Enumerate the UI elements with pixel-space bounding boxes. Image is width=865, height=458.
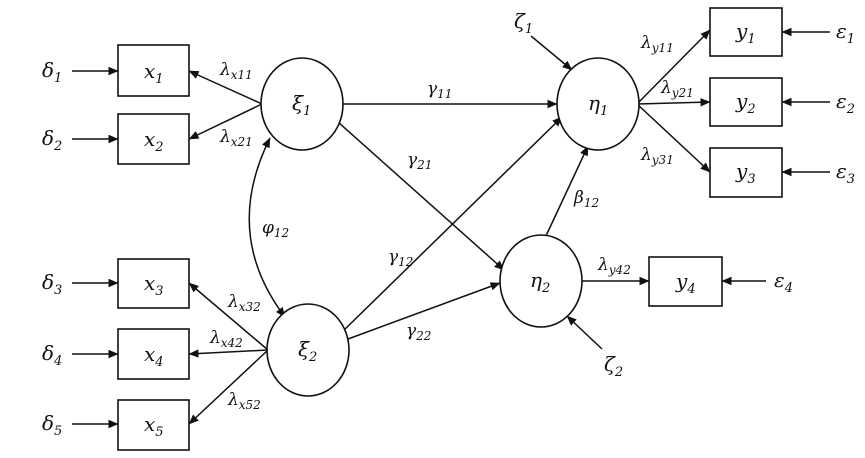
labels: x1 x2 x3 x4 x5 y1 y2 y3 y4 ξ1 ξ2 η1 η2 δ… bbox=[42, 9, 855, 440]
box-y2 bbox=[709, 77, 783, 127]
box-y1 bbox=[709, 7, 783, 57]
label-epsilon2: ε2 bbox=[836, 89, 855, 117]
arrow-xi1-x1 bbox=[188, 70, 263, 105]
label-eta1: η1 bbox=[588, 91, 608, 119]
label-lambda-y31: λy31 bbox=[640, 145, 674, 167]
label-eta2: η2 bbox=[530, 268, 550, 296]
arrow-phi12-covariance bbox=[248, 137, 286, 318]
ellipse-eta2 bbox=[499, 234, 583, 328]
label-xi2: ξ2 bbox=[298, 337, 317, 365]
arrow-xi2-eta1 bbox=[340, 116, 563, 334]
arrow-zeta1-eta1 bbox=[530, 35, 573, 71]
label-delta3: δ3 bbox=[42, 270, 62, 298]
label-gamma11: γ11 bbox=[427, 79, 452, 101]
arrow-xi2-x3 bbox=[188, 282, 269, 351]
label-lambda-x21: λx21 bbox=[219, 127, 253, 149]
label-x1: x1 bbox=[144, 59, 164, 87]
label-y1: y1 bbox=[735, 19, 756, 47]
label-beta12: β12 bbox=[573, 188, 599, 210]
arrow-xi2-x4 bbox=[188, 349, 269, 358]
arrow-eta2-eta1 bbox=[544, 145, 589, 239]
arrow-eta1-y3 bbox=[636, 103, 711, 173]
arrow-xi2-eta2 bbox=[347, 282, 501, 340]
label-lambda-x42: λx42 bbox=[209, 328, 243, 350]
label-delta1: δ1 bbox=[42, 58, 62, 86]
label-x3: x3 bbox=[144, 271, 164, 299]
arrow-xi2-x5 bbox=[188, 349, 269, 425]
label-lambda-x11: λx11 bbox=[219, 60, 253, 82]
label-zeta1: ζ1 bbox=[514, 9, 533, 37]
label-epsilon1: ε1 bbox=[836, 19, 855, 47]
edges bbox=[72, 27, 830, 429]
arrow-eta1-y1 bbox=[636, 29, 711, 105]
label-delta4: δ4 bbox=[42, 341, 62, 369]
box-x1 bbox=[117, 44, 190, 97]
label-delta2: δ2 bbox=[42, 126, 62, 154]
label-gamma12: γ12 bbox=[388, 247, 413, 269]
label-epsilon3: ε3 bbox=[836, 159, 855, 187]
box-y4 bbox=[648, 256, 723, 307]
label-y4: y4 bbox=[675, 269, 696, 297]
label-zeta2: ζ2 bbox=[604, 352, 623, 380]
observed-x-nodes bbox=[117, 44, 190, 451]
label-x4: x4 bbox=[144, 342, 164, 370]
label-gamma22: γ22 bbox=[406, 321, 431, 343]
arrow-xi1-x2 bbox=[188, 103, 263, 140]
label-lambda-x52: λx52 bbox=[227, 390, 261, 412]
box-x5 bbox=[117, 399, 190, 451]
observed-y-nodes bbox=[648, 7, 783, 307]
label-y2: y2 bbox=[735, 89, 756, 117]
label-epsilon4: ε4 bbox=[774, 268, 793, 296]
label-x5: x5 bbox=[144, 412, 164, 440]
label-phi12: φ12 bbox=[262, 218, 289, 240]
label-xi1: ξ1 bbox=[292, 91, 311, 119]
label-y3: y3 bbox=[735, 159, 756, 187]
box-x2 bbox=[117, 113, 190, 165]
arrow-xi1-eta2 bbox=[337, 121, 505, 271]
arrow-eta1-y2 bbox=[636, 98, 711, 107]
ellipse-xi1 bbox=[260, 57, 344, 151]
latent-nodes bbox=[260, 57, 640, 397]
box-x4 bbox=[117, 328, 190, 380]
label-delta5: δ5 bbox=[42, 411, 62, 439]
label-gamma21: γ21 bbox=[407, 150, 432, 172]
box-x3 bbox=[117, 258, 190, 309]
label-lambda-x32: λx32 bbox=[227, 292, 261, 314]
label-lambda-y11: λy11 bbox=[640, 33, 674, 55]
label-lambda-y42: λy42 bbox=[597, 255, 631, 277]
label-lambda-y21: λy21 bbox=[660, 78, 694, 100]
arrow-zeta2-eta2 bbox=[566, 315, 603, 350]
ellipse-xi2 bbox=[266, 303, 350, 397]
ellipse-eta1 bbox=[556, 57, 640, 151]
box-y3 bbox=[709, 147, 783, 198]
label-x2: x2 bbox=[144, 127, 164, 155]
